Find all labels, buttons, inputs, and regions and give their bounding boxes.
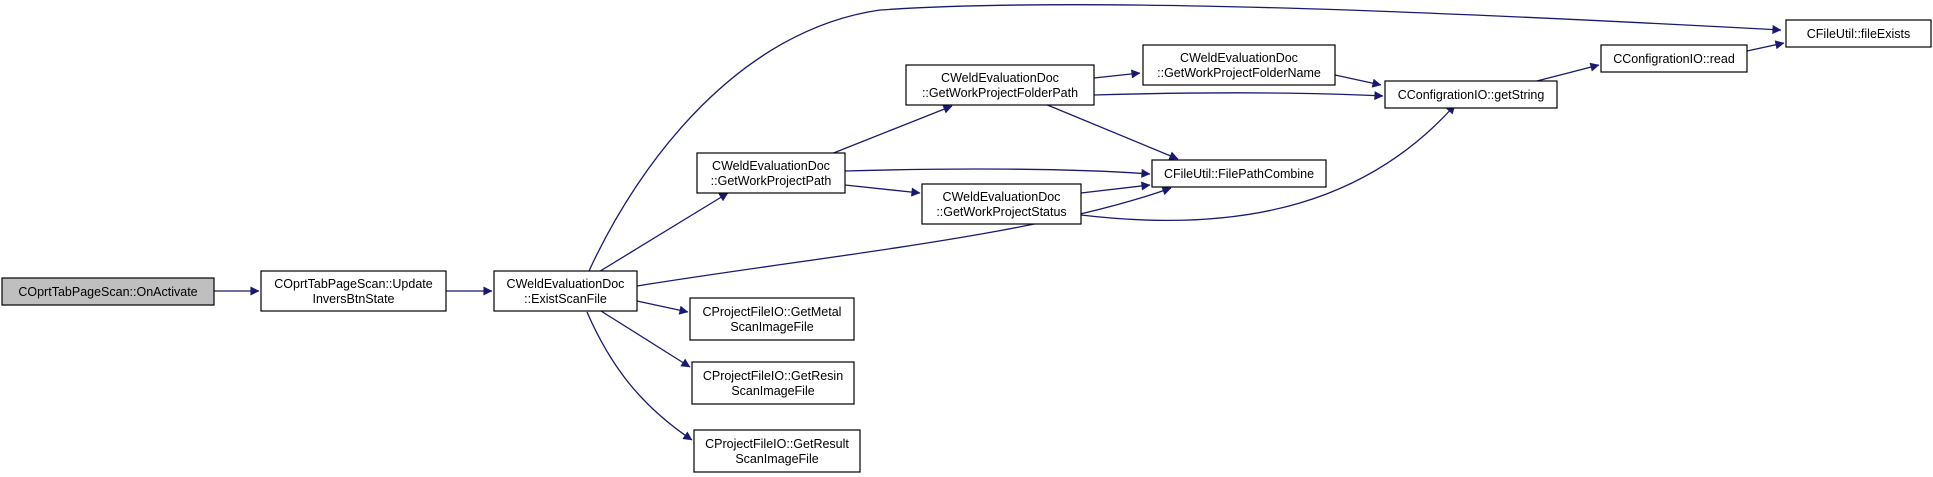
node-label-line: ::ExistScanFile <box>524 292 607 306</box>
node-box <box>1384 80 1558 109</box>
node-label-line: CConfigrationIO::read <box>1613 52 1735 66</box>
edge-status-to-filepathcombine <box>1080 181 1151 194</box>
node-label-line: ScanImageFile <box>735 452 818 466</box>
node-read[interactable]: CConfigrationIO::read <box>1600 44 1748 73</box>
edges <box>214 4 1785 441</box>
node-label-line: CWeldEvaluationDoc <box>712 159 830 173</box>
edge-getworkprojectpath-to-filepathcombine <box>844 168 1151 178</box>
node-label-line: CFileUtil::fileExists <box>1807 27 1911 41</box>
node-box <box>905 64 1095 106</box>
node-label-line: CProjectFileIO::GetResin <box>703 369 843 383</box>
node-label-line: CWeldEvaluationDoc <box>941 71 1059 85</box>
node-label-line: COprtTabPageScan::OnActivate <box>18 285 197 299</box>
node-exist-scan-file[interactable]: CWeldEvaluationDoc::ExistScanFile <box>493 270 638 312</box>
node-box <box>493 270 638 312</box>
edge-existscanfile-to-getresult <box>586 311 693 441</box>
node-box <box>1151 159 1327 188</box>
node-label-line: ::GetWorkProjectFolderName <box>1157 66 1321 80</box>
node-file-exists[interactable]: CFileUtil::fileExists <box>1785 19 1932 48</box>
edge-existscanfile-to-getresin <box>600 310 691 368</box>
node-box <box>260 270 447 312</box>
node-box <box>1600 44 1748 73</box>
node-label-line: CWeldEvaluationDoc <box>1180 51 1298 65</box>
edge-getworkprojectpath-to-folderpath <box>825 104 953 157</box>
node-box <box>1142 44 1336 86</box>
node-label-line: ::GetWorkProjectStatus <box>936 205 1066 219</box>
node-label-line: ::GetWorkProjectFolderPath <box>922 86 1078 100</box>
node-label-line: CConfigrationIO::getString <box>1398 88 1545 102</box>
nodes: COprtTabPageScan::OnActivate COprtTabPag… <box>1 19 1932 473</box>
node-get-work-project-folder-name[interactable]: CWeldEvaluationDoc::GetWorkProjectFolder… <box>1142 44 1336 86</box>
node-get-work-project-path[interactable]: CWeldEvaluationDoc::GetWorkProjectPath <box>696 152 846 194</box>
node-box <box>691 361 855 405</box>
node-label-line: ScanImageFile <box>731 384 814 398</box>
edge-folderpath-to-filepathcombine <box>1044 103 1179 160</box>
edge-read-to-fileexists <box>1746 40 1785 52</box>
node-box <box>693 429 861 473</box>
edge-foldername-to-getstring <box>1334 74 1382 88</box>
node-label-line: CFileUtil::FilePathCombine <box>1164 167 1314 181</box>
node-label-line: ScanImageFile <box>730 320 813 334</box>
node-label-line: CProjectFileIO::GetResult <box>705 437 849 451</box>
node-label-line: CWeldEvaluationDoc <box>943 190 1061 204</box>
node-label-line: CWeldEvaluationDoc <box>507 277 625 291</box>
node-get-string[interactable]: CConfigrationIO::getString <box>1384 80 1558 109</box>
node-box <box>1 277 215 306</box>
edge-existscanfile-to-getworkprojectpath <box>596 192 729 274</box>
node-box <box>1785 19 1932 48</box>
node-on-activate[interactable]: COprtTabPageScan::OnActivate <box>1 277 215 306</box>
node-label-line: InversBtnState <box>313 292 395 306</box>
node-label-line: ::GetWorkProjectPath <box>711 174 832 188</box>
node-file-path-combine[interactable]: CFileUtil::FilePathCombine <box>1151 159 1327 188</box>
edge-existscanfile-to-filepathcombine <box>636 186 1172 287</box>
edge-getstring-to-read <box>1532 62 1600 83</box>
node-box <box>689 297 855 341</box>
node-box <box>696 152 846 194</box>
node-label-line: CProjectFileIO::GetMetal <box>703 305 842 319</box>
edge-folderpath-to-foldername <box>1093 69 1141 79</box>
edge-existscanfile-to-fileexists <box>588 4 1782 272</box>
edge-getworkprojectpath-to-status <box>844 184 921 197</box>
edge-existscanfile-to-getmetal <box>636 300 689 315</box>
node-get-work-project-status[interactable]: CWeldEvaluationDoc::GetWorkProjectStatus <box>921 183 1082 225</box>
node-get-work-project-folder-path[interactable]: CWeldEvaluationDoc::GetWorkProjectFolder… <box>905 64 1095 106</box>
node-label-line: COprtTabPageScan::Update <box>274 277 432 291</box>
edge-folderpath-to-getstring <box>1093 91 1384 101</box>
edge-status-to-getstring <box>1080 104 1456 222</box>
node-box <box>921 183 1082 225</box>
